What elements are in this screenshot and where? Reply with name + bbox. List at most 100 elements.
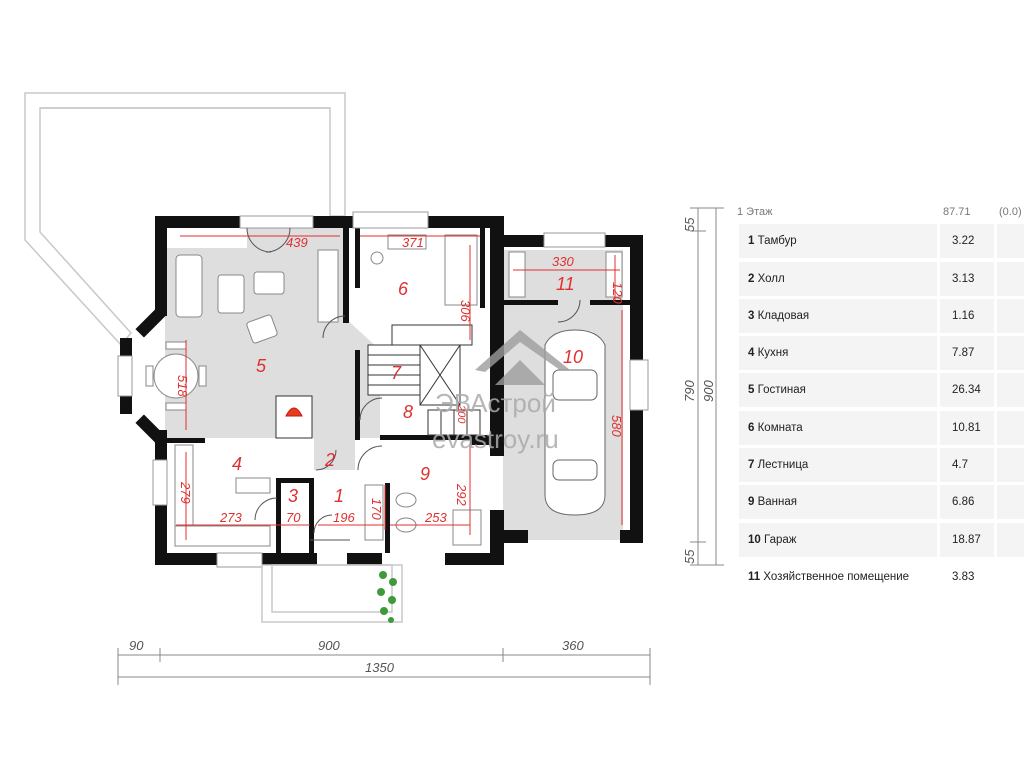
watermark-site: evastroy.ru: [432, 424, 559, 454]
dim-bottom-900: 900: [318, 638, 340, 653]
room-row-name: Кладовая: [757, 309, 810, 322]
room-row-label: 6 Комната: [748, 422, 803, 434]
room-number-4: 4: [232, 454, 242, 474]
room-row-area: 18.87: [952, 533, 981, 546]
dim-200: 200: [455, 404, 467, 424]
doors: [246, 227, 581, 541]
room-row: 11 Хозяйственное помещение 3.83: [737, 559, 1024, 594]
plant-icon: [377, 571, 397, 623]
entrance-porch: [261, 564, 403, 623]
room-row-area: 3.83: [952, 570, 975, 583]
dim-518: 518: [175, 375, 190, 397]
dim-330: 330: [552, 254, 574, 269]
dim-right-790: 790: [682, 380, 697, 402]
room-row-name: Гараж: [764, 533, 797, 546]
floor-extra: (0.0): [999, 206, 1022, 218]
walls: [120, 216, 643, 565]
room-row-number: 1: [748, 235, 755, 248]
dim-bottom-360: 360: [562, 638, 584, 653]
room-row: 1 Тамбур 3.22: [737, 224, 1024, 259]
room-row-area: 6.86: [952, 496, 975, 509]
dim-bottom-90: 90: [129, 638, 144, 653]
room-row: 5 Гостиная 26.34: [737, 373, 1024, 408]
dim-170: 170: [369, 498, 384, 520]
room-row: 3 Кладовая 1.16: [737, 298, 1024, 333]
room-row-name: Ванная: [757, 496, 798, 509]
room-row-name: Холл: [757, 272, 785, 285]
room-number-10: 10: [563, 347, 583, 367]
room-row-area: 10.81: [952, 421, 981, 434]
room-row-area: 3.22: [952, 235, 975, 248]
room-row-label: 5 Гостиная: [748, 384, 806, 396]
room-row-name: Комната: [757, 421, 803, 434]
room-number-8: 8: [403, 402, 413, 422]
room-row-area: 1.16: [952, 309, 975, 322]
room-row-area: 4.7: [952, 459, 968, 472]
floor-summary-row: 1 Этаж 87.71 (0.0): [737, 203, 1024, 221]
dim-196: 196: [333, 510, 355, 525]
windows: [117, 211, 649, 568]
dim-120: 120: [610, 282, 625, 304]
room-row: 7 Лестница 4.7: [737, 448, 1024, 483]
room-row: 4 Кухня 7.87: [737, 336, 1024, 371]
room-row: 2 Холл 3.13: [737, 261, 1024, 296]
room-row-number: 5: [748, 384, 755, 397]
room-row-name: Гостиная: [757, 384, 806, 397]
room-row-number: 3: [748, 309, 755, 322]
room-row: 6 Комната 10.81: [737, 410, 1024, 445]
room-row-name: Тамбур: [757, 235, 797, 248]
room-row-label: 1 Тамбур: [748, 235, 797, 247]
dim-439: 439: [286, 235, 308, 250]
dim-253: 253: [424, 510, 447, 525]
watermark-brand: ЭВАстрой: [435, 388, 556, 418]
room-row-label: 3 Кладовая: [748, 310, 809, 322]
room-row-number: 6: [748, 421, 755, 434]
watermark-mountain-icon: [495, 360, 545, 385]
room-row-label: 11 Хозяйственное помещение: [748, 571, 909, 583]
room-row-number: 10: [748, 533, 761, 546]
room-row-area: 7.87: [952, 347, 975, 360]
room-row-area: 26.34: [952, 384, 981, 397]
room-row: 9 Ванная 6.86: [737, 485, 1024, 520]
room-number-9: 9: [420, 464, 430, 484]
dim-70: 70: [286, 510, 301, 525]
room-number-6: 6: [398, 279, 409, 299]
room-number-3: 3: [288, 486, 298, 506]
room-row-label: 10 Гараж: [748, 534, 796, 546]
watermark-house-icon: [475, 330, 570, 372]
room-row-label: 7 Лестница: [748, 459, 808, 471]
room-dimensions: 439 371 330 306 120 518 279 273 70 196 1…: [175, 235, 625, 525]
room-row-number: 9: [748, 496, 755, 509]
room-row-name: Хозяйственное помещение: [763, 570, 910, 583]
room-row: 10 Гараж 18.87: [737, 522, 1024, 557]
room-row-area: 3.13: [952, 272, 975, 285]
room-number-5: 5: [256, 356, 267, 376]
floor-label: 1 Этаж: [737, 206, 773, 218]
room-number-7: 7: [391, 363, 402, 383]
overall-dimensions: 90 900 360 1350 55 790 900 55: [129, 217, 716, 675]
staircase: [367, 324, 481, 436]
dim-306: 306: [458, 300, 473, 322]
watermark: ЭВАстрой evastroy.ru: [432, 330, 570, 454]
furniture: [145, 234, 623, 547]
room-row-name: Лестница: [757, 459, 809, 472]
room-area-table: 1 Этаж 87.71 (0.0) 1 Тамбур 3.22 2 Холл …: [737, 203, 1024, 594]
room-row-number: 7: [748, 459, 755, 472]
room-row-name: Кухня: [757, 347, 789, 360]
terrace: [24, 92, 346, 347]
room-row-number: 2: [748, 272, 755, 285]
dim-273: 273: [219, 510, 242, 525]
room-number-1: 1: [334, 486, 344, 506]
dim-right-55-bottom: 55: [682, 549, 697, 564]
dim-bottom-1350: 1350: [365, 660, 395, 675]
room-number-11: 11: [556, 274, 575, 294]
room-row-label: 9 Ванная: [748, 496, 797, 508]
room-row-label: 4 Кухня: [748, 347, 788, 359]
room-row-number: 4: [748, 347, 755, 360]
room-number-2: 2: [324, 450, 335, 470]
dim-292: 292: [454, 483, 469, 506]
floor-total-area: 87.71: [943, 206, 971, 218]
car-outline: [544, 329, 606, 516]
room-row-label: 2 Холл: [748, 273, 785, 285]
